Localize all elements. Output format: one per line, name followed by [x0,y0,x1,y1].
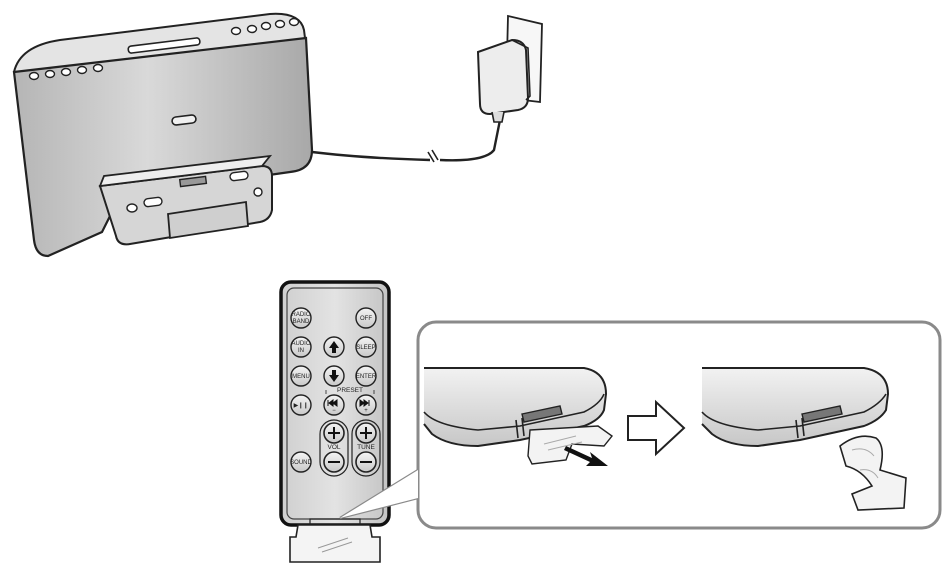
skip-back-icon [327,399,338,407]
off-button[interactable]: OFF [355,307,377,329]
tune-label: TUNE [357,444,375,451]
callout-detail [339,320,942,530]
svg-text:MENU: MENU [292,374,310,380]
svg-text:RADIO: RADIO [291,312,310,318]
pull-direction-arrow-icon [564,446,608,466]
ac-adapter [476,14,543,123]
arrow-up-icon [329,341,339,353]
svg-text:▶❙❙: ▶❙❙ [294,402,309,409]
top-buttons-right [230,17,300,36]
preset-label: PRESET [337,387,363,394]
svg-text:AUDIO: AUDIO [291,341,310,347]
svg-text:−: − [332,408,336,414]
volume-down-button[interactable] [323,451,345,473]
power-cable [311,119,502,163]
radio-band-button[interactable]: RADIO BAND [290,307,312,329]
enter-button[interactable]: ENTER [355,365,377,387]
skip-forward-icon [359,399,370,407]
remote-edge-before [423,367,614,466]
remote-edge-after [701,367,907,511]
play-pause-button[interactable]: ▶❙❙ [290,394,312,416]
svg-text:ENTER: ENTER [356,374,377,380]
tune-down-button[interactable] [355,451,377,473]
arrow-right-outline-icon [627,399,686,457]
down-arrow-button[interactable] [323,365,345,387]
remote-control: RADIO BAND OFF AUDIO IN SLEEP MENU [279,280,391,563]
speaker-dock [12,12,314,258]
preset-prev-button[interactable]: − [323,394,345,416]
preset-next-button[interactable]: + [355,394,377,416]
sleep-button[interactable]: SLEEP [355,336,377,358]
up-arrow-button[interactable] [323,336,345,358]
volume-up-button[interactable] [323,422,345,444]
insulation-sheet [289,518,381,563]
tune-up-button[interactable] [355,422,377,444]
svg-text:IN: IN [298,348,304,354]
vol-label: VOL [327,444,340,451]
top-buttons-left [28,63,104,81]
svg-text:SLEEP: SLEEP [356,345,375,351]
svg-text:BAND: BAND [293,319,310,325]
menu-button[interactable]: MENU [290,365,312,387]
sound-button[interactable]: SOUND [290,451,312,473]
svg-text:+: + [364,408,368,414]
svg-text:OFF: OFF [360,316,372,322]
svg-text:SOUND: SOUND [290,460,312,466]
audio-in-button[interactable]: AUDIO IN [290,336,312,358]
arrow-down-icon [329,370,339,382]
